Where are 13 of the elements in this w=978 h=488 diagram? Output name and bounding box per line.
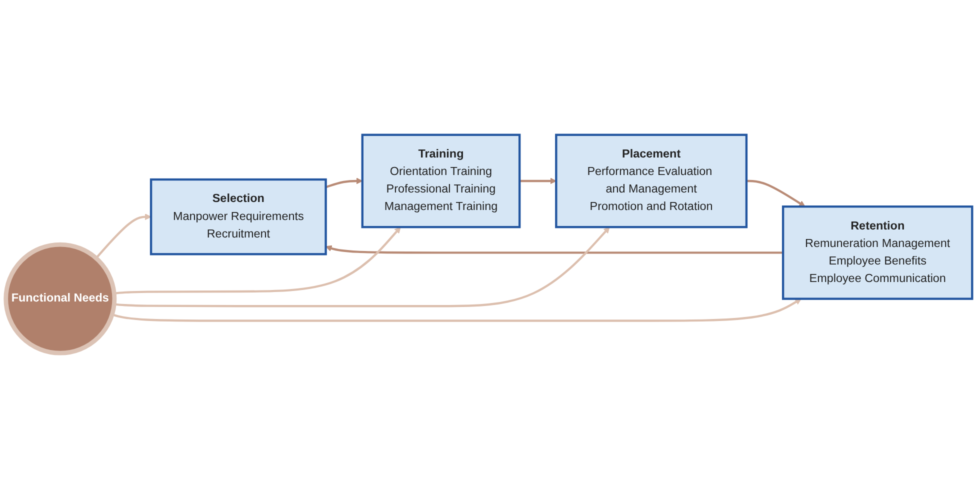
arrow <box>114 226 610 308</box>
arrow <box>112 298 802 322</box>
arrow <box>520 178 556 184</box>
node-box: Placement Performance Evaluation and Management Promotion and Rotation <box>555 134 748 228</box>
node-circle: Functional Needs <box>4 242 117 356</box>
arrow <box>114 226 401 294</box>
node-box: Training Orientation Training Professional Training Management Training <box>361 134 521 228</box>
arrow <box>746 180 806 207</box>
node-box: Selection Manpower Requirements Recruitment <box>150 178 327 256</box>
node-box: Retention Remuneration Management Employee Benefits Employee Communication <box>782 206 974 300</box>
arrow <box>326 245 784 254</box>
arrow <box>325 178 363 188</box>
arrow <box>95 214 152 259</box>
